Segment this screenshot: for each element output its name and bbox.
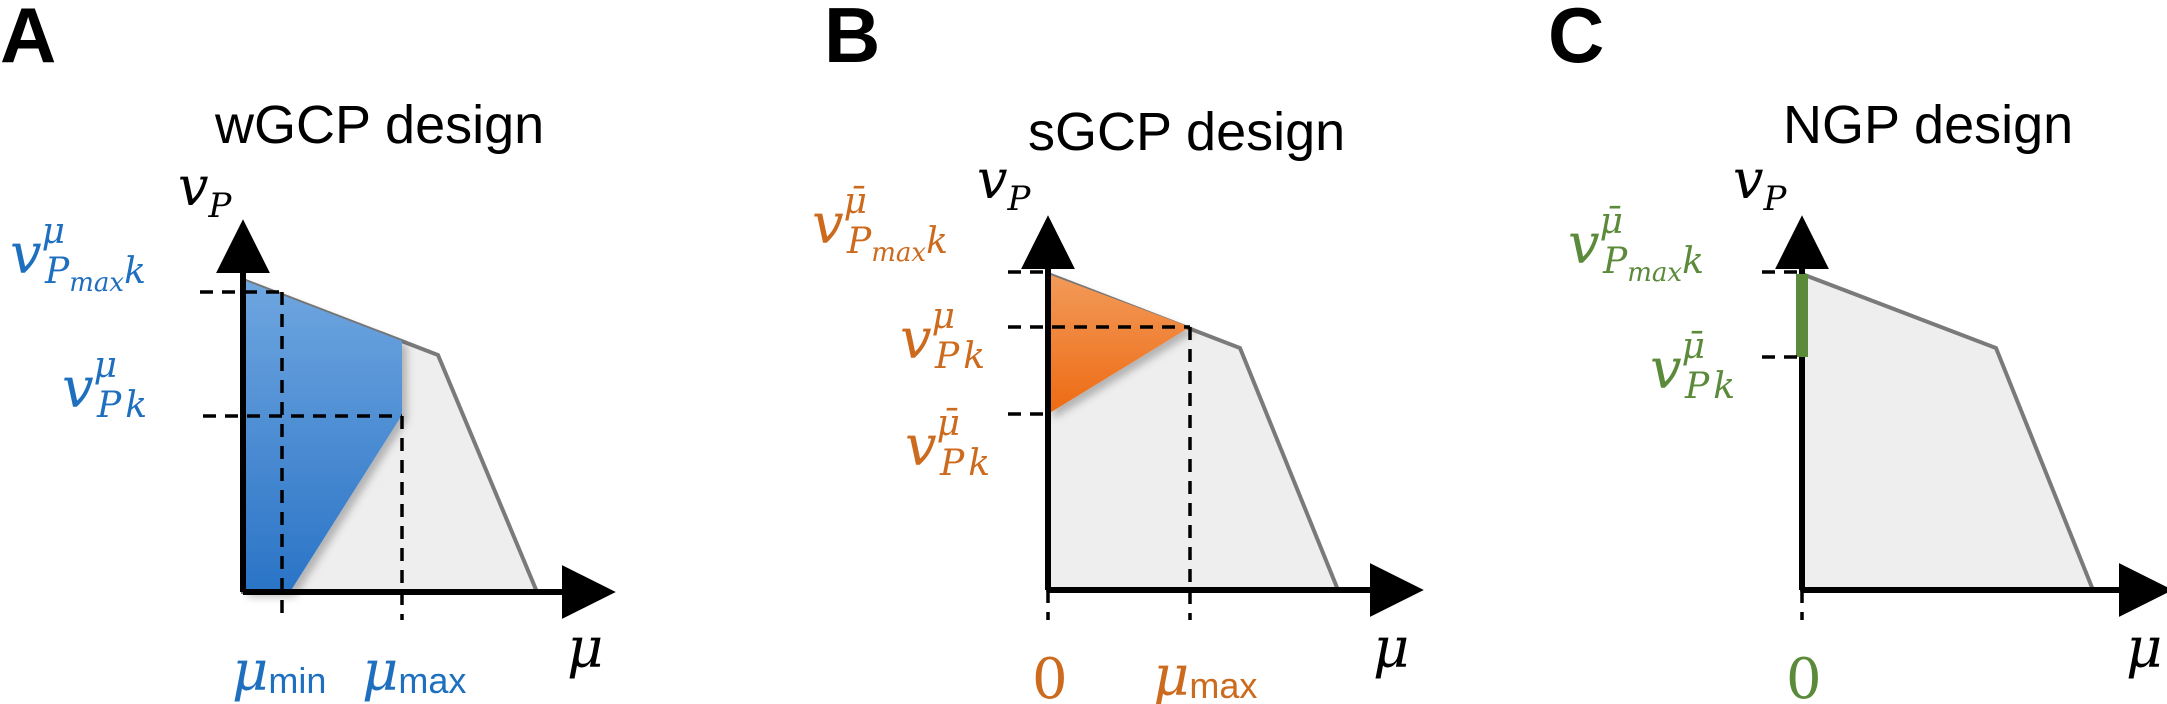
panel-c-guide-lines: [1762, 270, 1804, 620]
panel-a-x-tick-mu-min: μmin: [232, 639, 326, 704]
panel-b-design-region: [1048, 274, 1190, 414]
panel-c-x-tick-zero: 0: [1786, 647, 1822, 704]
panel-c-title: NGP design: [1783, 95, 2073, 155]
panel-b-label-top: vμ̄Pmaxk: [812, 181, 948, 268]
panel-a-title: wGCP design: [214, 95, 544, 155]
panel-a-x-axis-label: μ: [567, 616, 603, 681]
panel-a-x-tick-mu-max: μmax: [362, 639, 466, 704]
panel-b-letter: B: [824, 0, 880, 79]
panel-b-title: sGCP design: [1028, 102, 1345, 162]
panel-c-x-axis-label: μ: [2126, 616, 2162, 681]
panel-b-x-axis-label: μ: [1373, 616, 1409, 681]
panel-c-label-top: vμ̄Pmaxk: [1568, 201, 1704, 288]
panel-c-letter: C: [1548, 0, 1604, 79]
panel-c-feasible-region: [1800, 271, 2096, 592]
panel-b-guide-lines: [1008, 270, 1192, 620]
panel-b-y-axis-label: vP: [977, 148, 1032, 219]
panel-a-letter: A: [0, 0, 56, 79]
panel-b-x-tick-zero: 0: [1032, 647, 1068, 704]
panel-a-guide-lines: [200, 290, 404, 620]
panel-a-y-axis-label: vP: [178, 155, 233, 226]
panel-c-y-axis-label: vP: [1733, 148, 1788, 219]
panel-b-x-tick-mu-max: μmax: [1153, 644, 1257, 704]
